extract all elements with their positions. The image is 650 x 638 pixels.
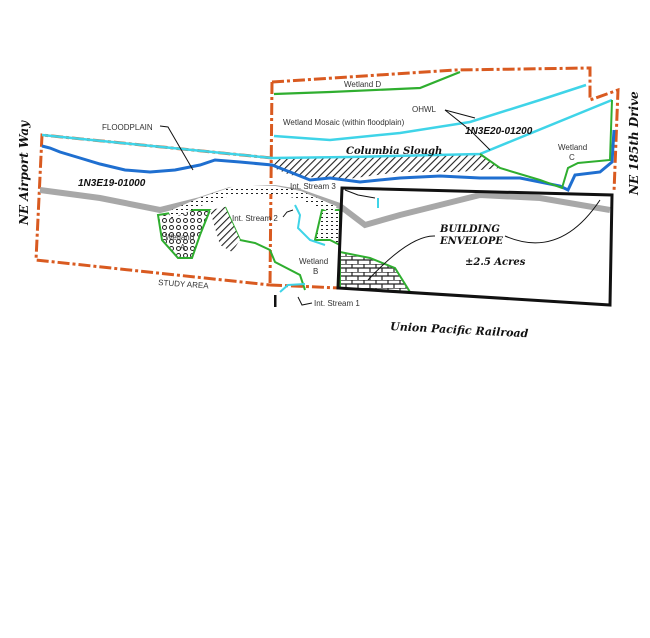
parcel-west-label: 1N3E19-01000 xyxy=(78,178,146,189)
study-area-label: STUDY AREA xyxy=(158,278,210,291)
leader-lines xyxy=(159,109,601,306)
int-stream-2-label: Int. Stream 2 xyxy=(232,214,278,223)
wetland-dotted-area xyxy=(313,209,341,247)
int-stream-1-label: Int. Stream 1 xyxy=(314,299,360,308)
floodplain-line xyxy=(41,98,613,160)
dotted-stream-band xyxy=(168,186,337,219)
gray-drainage-band xyxy=(39,184,611,229)
columbia-slough-label: Columbia Slough xyxy=(346,146,442,157)
acreage-label: ±2.5 Acres xyxy=(465,257,526,268)
wetland-d-label: Wetland D xyxy=(344,80,381,89)
wetland-c-label: Wetland xyxy=(558,143,587,152)
parcel-east-label: 1N3E20-01200 xyxy=(465,126,533,137)
road-label-west: NE Airport Way xyxy=(17,120,31,226)
study-area-boundary-south xyxy=(269,283,341,290)
wetland-c-line xyxy=(479,99,613,190)
building-label-1: BUILDING xyxy=(439,224,500,235)
columbia-slough-line xyxy=(41,129,616,193)
study-area-boundary-east xyxy=(271,66,620,193)
wetland-b-letter: B xyxy=(313,267,318,276)
road-label-south: Union Pacific Railroad xyxy=(390,320,529,340)
int-stream-3-label: Int. Stream 3 xyxy=(290,182,336,191)
hatched-area-south xyxy=(210,207,240,252)
building-label-2: ENVELOPE xyxy=(439,236,503,247)
ohwl-line xyxy=(273,83,587,142)
wetland-a xyxy=(156,209,212,259)
wetland-a-label: Wetland xyxy=(165,233,194,242)
wetland-mosaic-label: Wetland Mosaic (within floodplain) xyxy=(283,118,405,127)
floodplain-label: FLOODPLAIN xyxy=(102,123,153,132)
wetland-c-letter: C xyxy=(569,153,575,162)
hatched-bank-area xyxy=(274,154,500,180)
road-label-east: NE 185th Drive xyxy=(627,91,641,196)
int-stream-1-line xyxy=(279,283,306,293)
wetland-b-label: Wetland xyxy=(299,257,328,266)
wetland-a-letter: A xyxy=(180,243,186,252)
ohwl-label: OHWL xyxy=(412,105,437,114)
wetland-d-line xyxy=(273,70,461,96)
railroad-marker xyxy=(274,295,277,307)
building-envelope xyxy=(336,186,614,307)
int-stream-2-line xyxy=(294,204,326,246)
